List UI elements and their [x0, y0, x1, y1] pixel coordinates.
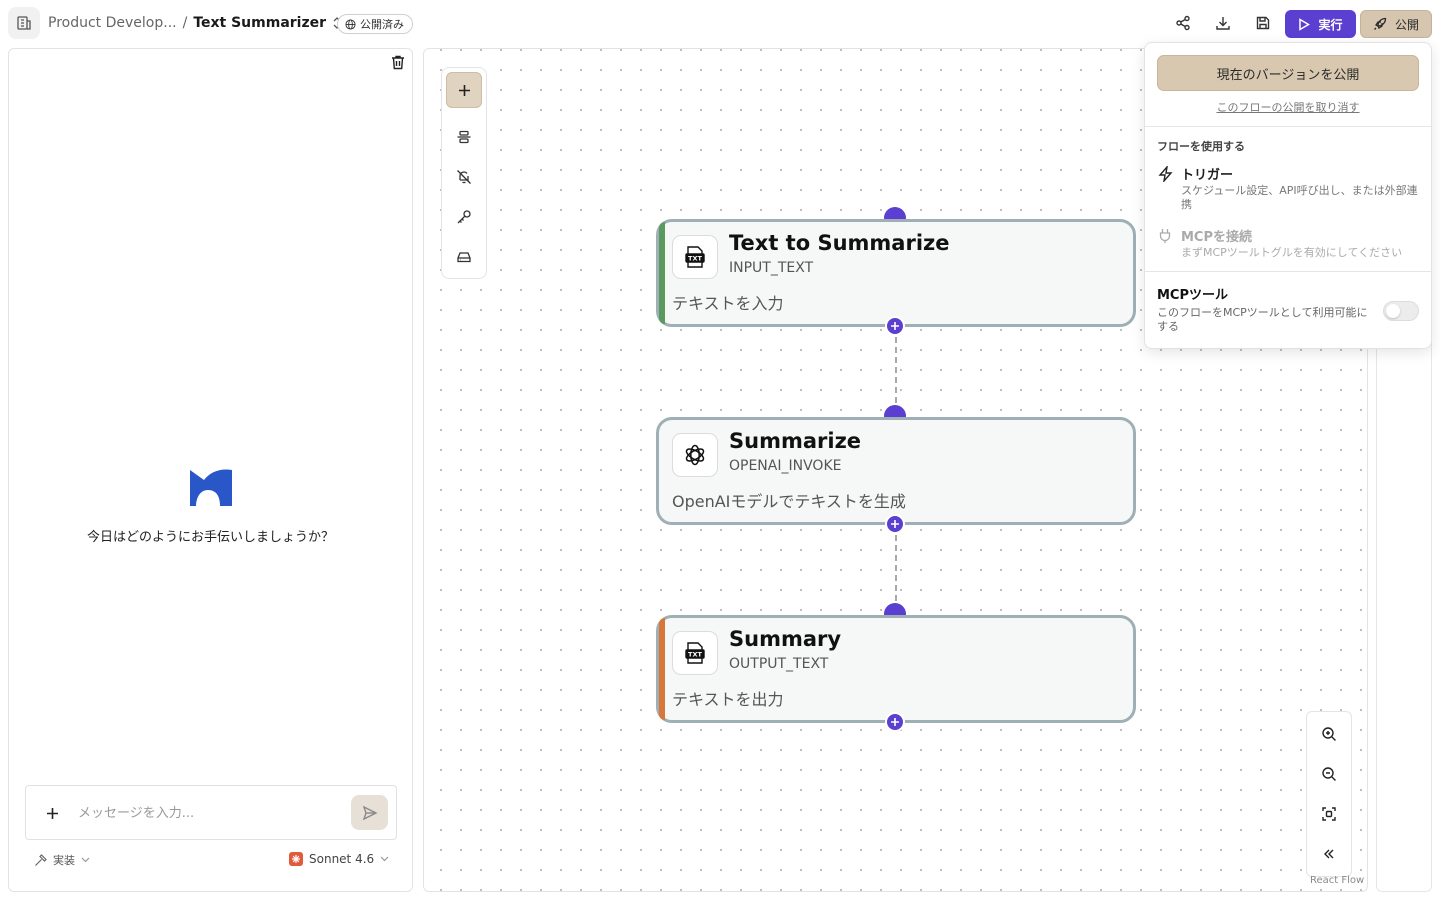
mode-label: 実装 [53, 854, 75, 867]
add-after-node-button[interactable] [885, 712, 905, 732]
txt-file-icon: TXT [672, 235, 718, 279]
save-icon[interactable] [1251, 11, 1275, 35]
claude-icon [289, 852, 303, 866]
svg-text:TXT: TXT [688, 650, 702, 658]
download-icon[interactable] [1211, 11, 1235, 35]
publish-button[interactable]: 公開 [1360, 10, 1432, 38]
rocket-icon [1373, 17, 1387, 31]
mcp-tool-description: このフローをMCPツールとして利用可能にする [1157, 306, 1368, 333]
top-bar: Product Develop... / Text Summarizer 公開済… [0, 0, 1440, 46]
node-description: テキストを出力 [672, 690, 784, 709]
zoom-in-icon[interactable] [1319, 724, 1339, 744]
node-type: INPUT_TEXT [729, 260, 814, 276]
status-badge-label: 公開済み [360, 18, 404, 31]
flow-edge[interactable] [895, 337, 897, 403]
hammer-icon [34, 853, 47, 867]
mcp-connect-description: まずMCPツールトグルを有効にしてください [1181, 246, 1403, 259]
share-icon[interactable] [1171, 11, 1195, 35]
node-accent-bar [659, 618, 665, 720]
lightning-icon [1157, 166, 1173, 182]
model-selector[interactable]: Sonnet 4.6 [289, 852, 389, 866]
trigger-option[interactable]: トリガー [1181, 168, 1234, 183]
flow-node-input-text[interactable]: TXT Text to Summarize INPUT_TEXT テキストを入力 [656, 219, 1136, 327]
fit-view-icon[interactable] [1319, 804, 1339, 824]
mode-selector[interactable]: 実装 [34, 852, 90, 868]
node-accent-bar [659, 222, 665, 324]
mcp-tool-title: MCPツール [1157, 288, 1229, 303]
notifications-off-icon[interactable] [453, 166, 475, 188]
svg-text:TXT: TXT [688, 254, 702, 262]
breadcrumb: Product Develop... / Text Summarizer [48, 13, 342, 33]
unpublish-link[interactable]: このフローの公開を取り消す [1216, 101, 1360, 114]
divider [1145, 126, 1431, 127]
react-flow-attribution[interactable]: React Flow [1310, 875, 1365, 886]
trash-icon[interactable] [388, 52, 408, 72]
greeting-text: 今日はどのようにお手伝いしましょうか？ [86, 530, 334, 545]
node-type: OUTPUT_TEXT [729, 656, 829, 672]
publish-button-label: 公開 [1394, 17, 1419, 32]
openai-icon [672, 433, 718, 477]
publish-popover: 現在のバージョンを公開 このフローの公開を取り消す フローを使用する トリガー … [1144, 42, 1432, 349]
chevron-down-icon [380, 856, 389, 862]
run-button-label: 実行 [1318, 17, 1343, 32]
run-button[interactable]: 実行 [1285, 10, 1356, 38]
node-type: OPENAI_INVOKE [729, 458, 842, 474]
mcp-tool-toggle[interactable] [1383, 301, 1419, 321]
assistant-logo [190, 468, 232, 508]
toggle-knob [1386, 304, 1400, 318]
breadcrumb-flow-name[interactable]: Text Summarizer [193, 15, 327, 31]
chat-panel: 今日はどのようにお手伝いしましょうか？ 実装 Sonnet 4.6 [8, 48, 413, 892]
mcp-connect-option: MCPを接続 [1181, 230, 1253, 245]
zoom-controls [1306, 711, 1352, 877]
publish-current-version-button[interactable]: 現在のバージョンを公開 [1157, 55, 1419, 91]
node-title: Summarize [729, 429, 862, 453]
flow-edge[interactable] [895, 535, 897, 601]
model-label: Sonnet 4.6 [309, 852, 375, 866]
message-composer [25, 785, 397, 840]
flow-node-openai-invoke[interactable]: Summarize OPENAI_INVOKE OpenAIモデルでテキストを生… [656, 417, 1136, 525]
txt-file-icon: TXT [672, 631, 718, 675]
divider [1145, 271, 1431, 272]
trigger-description: スケジュール設定、API呼び出し、または外部連携 [1181, 184, 1418, 211]
canvas-toolbox [441, 67, 487, 279]
play-icon [1298, 17, 1311, 31]
add-after-node-button[interactable] [885, 316, 905, 336]
breadcrumb-project[interactable]: Product Develop... [48, 15, 177, 31]
node-title: Summary [729, 627, 842, 651]
use-flow-section-title: フローを使用する [1157, 140, 1245, 153]
add-after-node-button[interactable] [885, 514, 905, 534]
node-title: Text to Summarize [729, 231, 950, 255]
message-input[interactable] [78, 803, 338, 823]
plug-icon [1157, 228, 1173, 244]
node-description: OpenAIモデルでテキストを生成 [672, 492, 906, 511]
zoom-out-icon[interactable] [1319, 764, 1339, 784]
align-icon[interactable] [453, 126, 475, 148]
storage-icon[interactable] [453, 246, 475, 268]
status-badge: 公開済み [337, 14, 413, 34]
send-button[interactable] [351, 795, 388, 830]
chevron-down-icon [81, 857, 90, 863]
globe-icon [345, 18, 356, 30]
plus-icon[interactable] [42, 803, 62, 823]
building-icon[interactable] [8, 7, 40, 39]
collapse-icon[interactable] [1319, 844, 1339, 864]
breadcrumb-separator: / [182, 15, 188, 31]
node-description: テキストを入力 [672, 294, 784, 313]
key-icon[interactable] [453, 206, 475, 228]
flow-node-output-text[interactable]: TXT Summary OUTPUT_TEXT テキストを出力 [656, 615, 1136, 723]
send-icon [362, 805, 378, 821]
add-node-button[interactable] [446, 72, 482, 108]
